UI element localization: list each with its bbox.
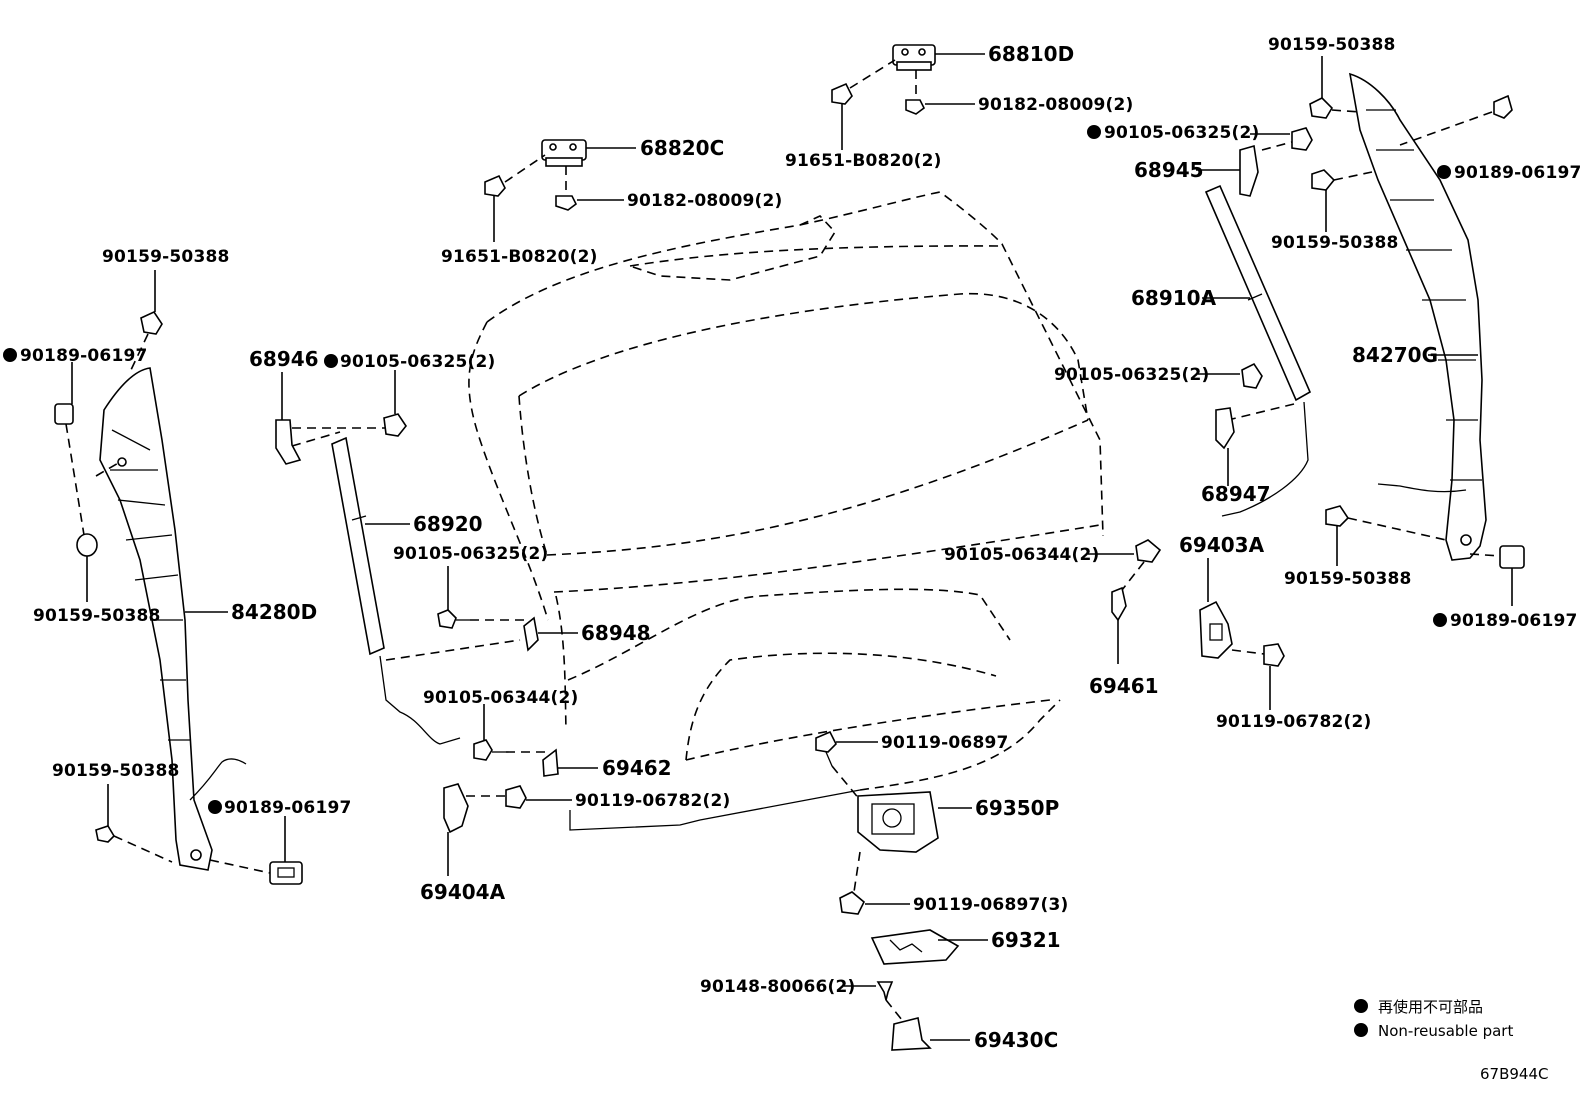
label-91651-b0820-mid: 91651-B0820(2)	[441, 247, 598, 267]
striker-69430c: 69430C	[891, 1017, 1058, 1052]
bracket-69461: 69461	[1089, 586, 1159, 698]
diagram-code: 67B944C	[1480, 1065, 1548, 1083]
bolt-91651-top: 91651-B0820(2)	[785, 59, 942, 171]
label-90119-06782-right: 90119-06782(2)	[1216, 712, 1372, 732]
bolt-90105-06344-right: 90105-06344(2)	[944, 539, 1162, 591]
label-90105-06325-right-mid: 90105-06325(2)	[1054, 365, 1210, 385]
clip-90189-right-bottom: 90189-06197	[1433, 545, 1578, 631]
hinge-69403a: 69403A	[1179, 533, 1265, 659]
label-90105-06344-left: 90105-06344(2)	[423, 688, 579, 708]
label-69404a: 69404A	[420, 880, 506, 904]
clip-90159-right-mid: 90159-50388	[1271, 169, 1399, 253]
legend-text-jp: 再使用不可部品	[1378, 998, 1483, 1016]
bolt-90105-right-top: 90105-06325(2)	[1087, 123, 1313, 151]
label-90105-06325-right-top: 90105-06325(2)	[1104, 123, 1260, 143]
legend: 再使用不可部品 Non-reusable part	[1354, 998, 1513, 1040]
label-68910a: 68910A	[1131, 286, 1217, 310]
label-90105-06325-left-mid: 90105-06325(2)	[393, 544, 549, 564]
bolt-90105-left-top: 90105-06325(2)	[324, 352, 496, 437]
back-door-panel	[468, 191, 1104, 831]
label-68820c: 68820C	[640, 136, 724, 160]
label-91651-b0820-top: 91651-B0820(2)	[785, 151, 942, 171]
label-90182-08009-mid: 90182-08009(2)	[627, 191, 783, 211]
hinge-69404a: 69404A	[420, 783, 506, 904]
clip-90159-left-top: 90159-50388	[102, 247, 230, 373]
label-68945: 68945	[1134, 158, 1204, 182]
label-90119-06782-left: 90119-06782(2)	[575, 791, 731, 811]
label-90105-06325-left-top: 90105-06325(2)	[340, 352, 496, 372]
clip-90189-left-bottom: 90189-06197	[208, 798, 352, 885]
strut-68910a: 68910A	[1131, 184, 1312, 517]
label-90189-06197-left-top: 90189-06197	[20, 346, 148, 366]
label-69350p: 69350P	[975, 796, 1059, 820]
clip-90189-right-top: 90189-06197	[1399, 94, 1582, 183]
nut-90182-top: 90182-08009(2)	[905, 70, 1134, 115]
bracket-68945: 68945	[1134, 144, 1259, 197]
plate-69321: 69321	[870, 928, 1061, 965]
label-69461: 69461	[1089, 674, 1159, 698]
strut-68920: 68920	[331, 436, 521, 745]
label-90159-50388-left-bottom: 90159-50388	[52, 761, 180, 781]
label-90159-50388-right-bottom: 90159-50388	[1284, 569, 1412, 589]
bolt-90105-06344-left: 90105-06344(2)	[423, 688, 579, 761]
hinge-68810d: 68810D	[892, 42, 1074, 71]
nut-90182-mid: 90182-08009(2)	[555, 166, 783, 211]
hinge-68820c: 68820C	[541, 136, 724, 167]
clip-90189-left-top: 90189-06197	[3, 346, 148, 536]
label-90119-06897: 90119-06897	[881, 733, 1009, 753]
screw-90119-06897-3: 90119-06897(3)	[839, 851, 1069, 915]
label-90189-06197-right-top: 90189-06197	[1454, 163, 1582, 183]
bracket-69462: 69462	[542, 748, 672, 780]
label-84270g: 84270G	[1352, 343, 1438, 367]
bracket-68946: 68946	[249, 347, 385, 465]
label-90148-80066: 90148-80066(2)	[700, 977, 856, 997]
bolt-91651-mid: 91651-B0820(2)	[441, 154, 598, 267]
clip-90159-left-bottom: 90159-50388	[52, 761, 180, 863]
clip-90159-left-mid: 90159-50388	[33, 533, 161, 626]
clip-90159-right-bottom: 90159-50388	[1284, 505, 1447, 589]
bracket-68948: 68948	[523, 616, 651, 652]
label-68947: 68947	[1201, 482, 1271, 506]
label-90105-06344-right: 90105-06344(2)	[944, 545, 1100, 565]
screw-90148: 90148-80066(2)	[700, 977, 903, 1021]
label-68948: 68948	[581, 621, 651, 645]
label-90159-50388-left-mid: 90159-50388	[33, 606, 161, 626]
bolt-90119-06782-left: 90119-06782(2)	[466, 785, 731, 811]
label-69321: 69321	[991, 928, 1061, 952]
label-90159-50388-right-top: 90159-50388	[1268, 35, 1396, 55]
clip-90159-right-top: 90159-50388	[1268, 35, 1396, 119]
label-68810d: 68810D	[988, 42, 1074, 66]
left-trim-84280d: 84280D	[99, 367, 317, 871]
bolt-90105-left-mid: 90105-06325(2)	[393, 544, 549, 629]
bolt-90105-right-mid: 90105-06325(2)	[1054, 362, 1263, 389]
label-68946: 68946	[249, 347, 319, 371]
right-trim-84270g: 84270G	[1348, 72, 1487, 561]
label-69403a: 69403A	[1179, 533, 1265, 557]
label-69430c: 69430C	[974, 1028, 1058, 1052]
bracket-68947: 68947	[1201, 407, 1271, 506]
lock-69350p: 69350P	[857, 791, 1059, 853]
label-90189-06197-left-bottom: 90189-06197	[224, 798, 352, 818]
label-90182-08009-top: 90182-08009(2)	[978, 95, 1134, 115]
label-68920: 68920	[413, 512, 483, 536]
label-90159-50388-left-top: 90159-50388	[102, 247, 230, 267]
label-90189-06197-right-bottom: 90189-06197	[1450, 611, 1578, 631]
label-69462: 69462	[602, 756, 672, 780]
label-90119-06897-3: 90119-06897(3)	[913, 895, 1069, 915]
legend-text-en: Non-reusable part	[1378, 1022, 1513, 1040]
label-90159-50388-right-mid: 90159-50388	[1271, 233, 1399, 253]
label-84280d: 84280D	[231, 600, 317, 624]
bolt-90119-06782-right: 90119-06782(2)	[1216, 643, 1372, 732]
screw-90119-06897: 90119-06897	[815, 730, 1009, 801]
